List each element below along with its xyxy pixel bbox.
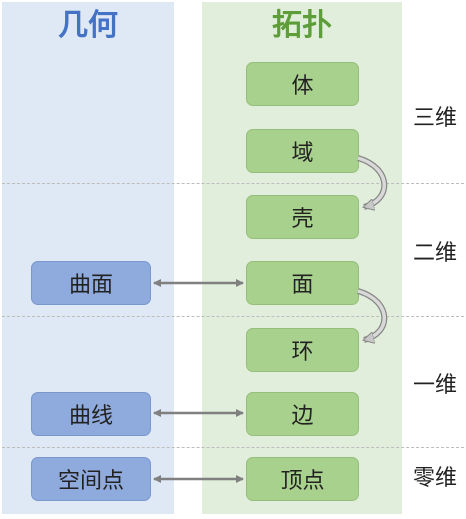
geometry-column <box>2 2 174 514</box>
geometry-title: 几何 <box>58 8 118 43</box>
divider-1d-0d <box>2 447 464 448</box>
dimension-label-2d: 二维 <box>412 241 457 266</box>
geometry-curve-box: 曲线 <box>31 392 151 436</box>
topology-face-box: 面 <box>246 261 359 305</box>
divider-2d-1d <box>2 316 464 317</box>
dimension-label-3d: 三维 <box>412 106 457 131</box>
topology-region-box: 域 <box>246 129 359 173</box>
geometry-point-box: 空间点 <box>31 457 151 501</box>
topology-solid-box: 体 <box>246 62 359 106</box>
dimension-label-0d: 零维 <box>412 466 457 491</box>
topology-shell-box: 壳 <box>246 195 359 239</box>
divider-3d-2d <box>2 183 464 184</box>
topology-loop-box: 环 <box>246 328 359 372</box>
dimension-label-1d: 一维 <box>412 373 457 398</box>
topology-title: 拓扑 <box>272 8 332 43</box>
topology-edge-box: 边 <box>246 392 359 436</box>
geometry-surface-box: 曲面 <box>31 261 151 305</box>
topology-vertex-box: 顶点 <box>246 457 359 501</box>
